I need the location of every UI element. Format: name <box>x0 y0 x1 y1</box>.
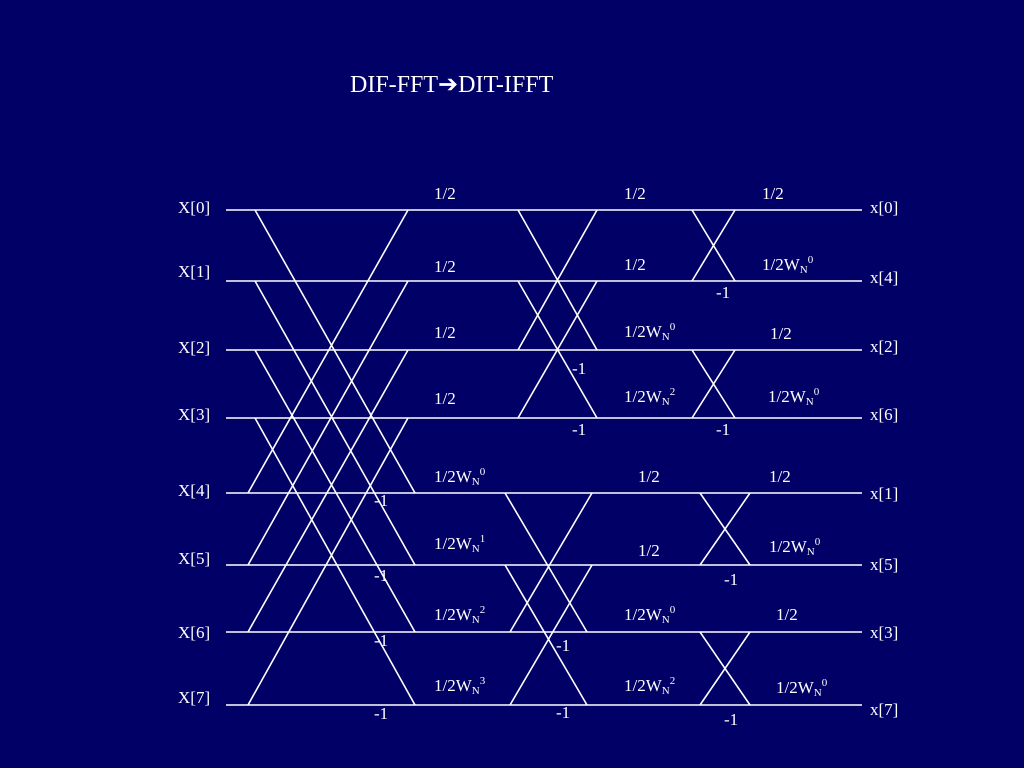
stage1-butterfly-line <box>254 417 416 706</box>
stage3-coefficient: 1/2WN0 <box>769 536 821 558</box>
output-label: x[2] <box>870 337 899 356</box>
stage1-butterfly-line <box>254 209 416 494</box>
stage2-coefficient: 1/2WN2 <box>624 675 676 697</box>
stage1-minus-one: -1 <box>374 566 389 585</box>
stage3-coefficient: 1/2 <box>776 605 798 624</box>
input-label: X[7] <box>178 688 211 707</box>
output-label: x[1] <box>870 484 899 503</box>
stage1-coefficient: 1/2 <box>434 184 456 203</box>
stage1-minus-one: -1 <box>374 631 389 650</box>
stage3-coefficient: 1/2 <box>770 324 792 343</box>
stage3-coefficient: 1/2WN0 <box>776 677 828 699</box>
stage3-minus-one: -1 <box>724 570 739 589</box>
stage1-coefficient: 1/2WN1 <box>434 533 486 555</box>
stage3-coefficient: 1/2WN0 <box>768 386 820 408</box>
stage3-butterfly-line <box>691 209 736 282</box>
stage2-butterfly-line <box>509 492 593 633</box>
stage3-coefficient: 1/2WN0 <box>762 254 814 276</box>
stage2-coefficient: 1/2WN2 <box>624 386 676 408</box>
stage2-coefficient: 1/2 <box>624 255 646 274</box>
stage3-minus-one: -1 <box>724 710 739 729</box>
stage1-coefficient: 1/2 <box>434 389 456 408</box>
stage3-butterfly-line <box>691 349 736 419</box>
stage1-coefficient: 1/2 <box>434 257 456 276</box>
output-label: x[4] <box>870 268 899 287</box>
stage2-coefficient: 1/2 <box>638 467 660 486</box>
stage1-butterfly-line <box>247 209 409 494</box>
stage1-butterfly-line <box>254 349 416 633</box>
stage1-butterfly-line <box>254 280 416 566</box>
input-label: X[5] <box>178 549 211 568</box>
stage2-butterfly-line <box>504 564 588 706</box>
input-label: X[0] <box>178 198 211 217</box>
output-label: x[0] <box>870 198 899 217</box>
stage3-butterfly-line <box>699 631 751 706</box>
stage2-coefficient: 1/2 <box>624 184 646 203</box>
stage1-minus-one: -1 <box>374 704 389 723</box>
output-label: x[3] <box>870 623 899 642</box>
output-label: x[7] <box>870 700 899 719</box>
stage3-coefficient: 1/2 <box>762 184 784 203</box>
stage2-coefficient: 1/2WN0 <box>624 321 676 343</box>
input-label: X[3] <box>178 405 211 424</box>
output-label: x[6] <box>870 405 899 424</box>
diagram-title: DIF-FFT➔DIT-IFFT <box>350 72 554 98</box>
stage1-butterfly-line <box>247 417 409 706</box>
stage2-butterfly-line <box>517 280 598 419</box>
stage2-minus-one: -1 <box>572 420 587 439</box>
input-label: X[1] <box>178 262 211 281</box>
stage3-minus-one: -1 <box>716 283 731 302</box>
stage2-butterfly-line <box>504 492 588 633</box>
stage1-coefficient: 1/2WN3 <box>434 675 486 697</box>
stage1-butterfly-line <box>247 280 409 566</box>
stage2-coefficient: 1/2WN0 <box>624 604 676 626</box>
stage2-minus-one: -1 <box>556 703 571 722</box>
stage2-coefficient: 1/2 <box>638 541 660 560</box>
input-label: X[4] <box>178 481 211 500</box>
stage2-butterfly-line <box>509 564 593 706</box>
stage1-butterfly-line <box>247 349 409 633</box>
input-label: X[2] <box>178 338 211 357</box>
input-label: X[6] <box>178 623 211 642</box>
stage3-minus-one: -1 <box>716 420 731 439</box>
stage2-minus-one: -1 <box>572 359 587 378</box>
stage1-coefficient: 1/2 <box>434 323 456 342</box>
stage1-minus-one: -1 <box>374 491 389 510</box>
stage1-coefficient: 1/2WN0 <box>434 466 486 488</box>
output-label: x[5] <box>870 555 899 574</box>
stage3-coefficient: 1/2 <box>769 467 791 486</box>
stage3-butterfly-line <box>699 492 751 566</box>
stage2-minus-one: -1 <box>556 636 571 655</box>
stage1-coefficient: 1/2WN2 <box>434 604 486 626</box>
stage2-butterfly-line <box>517 209 598 351</box>
